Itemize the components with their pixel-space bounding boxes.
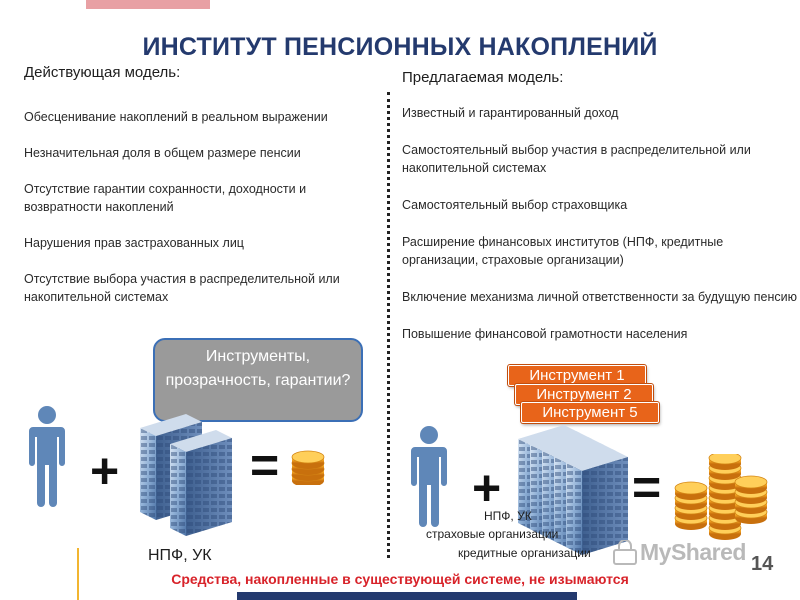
list-item: Известный и гарантированный доход <box>402 106 619 120</box>
equals-sign: = <box>250 437 280 493</box>
list-item: Самостоятельный выбор участия в распреде… <box>402 143 751 175</box>
person-icon <box>29 406 65 507</box>
column-divider <box>387 92 390 558</box>
question-bubble: Инструменты, прозрачность, гарантии? <box>153 338 363 422</box>
list-item: Нарушения прав застрахованных лиц <box>24 236 244 250</box>
list-item: Самостоятельный выбор страховщика <box>402 198 628 212</box>
proposed-model-list: Известный и гарантированный доход Самост… <box>402 104 800 362</box>
page-title: ИНСТИТУТ ПЕНСИОННЫХ НАКОПЛЕНИЙ <box>142 33 658 61</box>
tool-badge: Инструмент 5 <box>521 402 659 423</box>
list-item: Незначительная доля в общем размере пенс… <box>24 146 301 160</box>
org-label: НПФ, УК <box>484 509 532 523</box>
coin-stack-icon <box>291 450 325 485</box>
office-building-icon <box>140 414 232 536</box>
equals-sign: = <box>632 459 662 515</box>
org-label: кредитные организации <box>458 546 591 560</box>
list-item: Включение механизма личной ответственнос… <box>402 290 797 304</box>
list-item: Повышение финансовой грамотности населен… <box>402 327 688 341</box>
footer-note: Средства, накопленные в существующей сис… <box>171 571 629 587</box>
person-icon <box>411 426 447 527</box>
list-item: Отсутствие выбора участия в распределите… <box>24 272 340 304</box>
accent-line <box>77 548 79 600</box>
org-label: страховые организации <box>426 527 559 541</box>
current-model-heading: Действующая модель: <box>24 64 181 81</box>
proposed-model-heading: Предлагаемая модель: <box>402 69 564 86</box>
plus-sign: + <box>472 460 502 516</box>
coin-stack-icon <box>674 454 768 541</box>
top-accent-bar <box>86 0 210 9</box>
list-item: Отсутствие гарантии сохранности, доходно… <box>24 182 307 214</box>
current-model-list: Обесценивание накоплений в реальном выра… <box>24 108 364 324</box>
page-number: 14 <box>751 553 774 575</box>
watermark: MyShared <box>640 539 746 565</box>
list-item: Обесценивание накоплений в реальном выра… <box>24 110 328 124</box>
bottom-accent-bar <box>237 592 577 600</box>
tool-badge: Инструмент 2 <box>515 384 653 405</box>
myshared-logo-icon <box>613 540 637 565</box>
plus-sign: + <box>90 443 120 499</box>
org-label: НПФ, УК <box>148 547 212 564</box>
list-item: Расширение финансовых институтов (НПФ, к… <box>402 235 724 267</box>
tool-badge: Инструмент 1 <box>508 365 646 386</box>
